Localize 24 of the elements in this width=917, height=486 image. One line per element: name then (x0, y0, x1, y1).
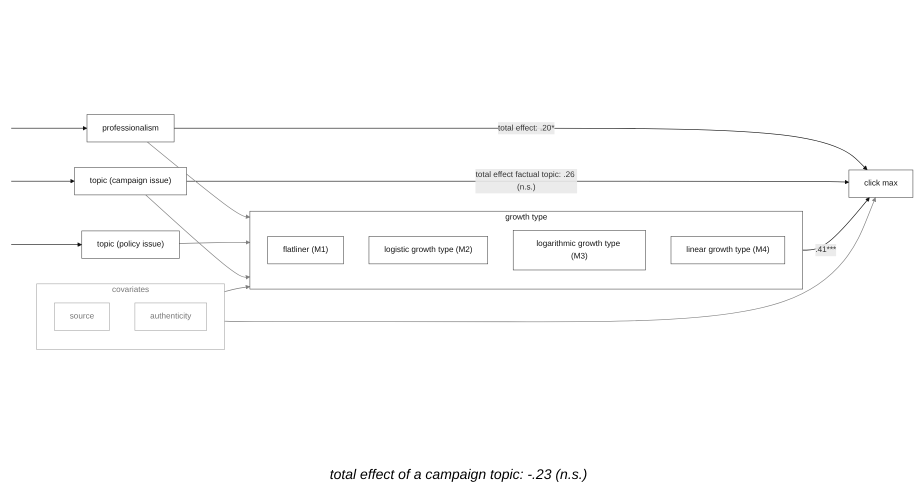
arrow (145, 194, 250, 280)
node-box: linear growth type (M4) (670, 236, 786, 264)
node-box: professionalism (86, 114, 174, 142)
note-text: total effect of a campaign topic: -.23 (n.s.) (330, 466, 588, 482)
arrow (224, 197, 876, 322)
node-box: flatliner (M1) (267, 236, 344, 264)
node-box: logarithmic growth type (M3) (512, 230, 646, 270)
arrow (10, 178, 75, 184)
arrow (174, 128, 868, 170)
node-box: topic (campaign issue) (74, 167, 187, 196)
arrow (178, 240, 250, 245)
arrow (10, 242, 82, 247)
node-box: click max (848, 170, 914, 198)
node-box: logistic growth type (M2) (368, 236, 488, 264)
edge-label: .41*** (815, 246, 836, 254)
node-box: authenticity (134, 302, 207, 331)
arrow (802, 197, 870, 250)
arrow (146, 142, 250, 219)
node-box: source (54, 302, 110, 331)
arrow (10, 126, 88, 130)
edge-label: total effect: .20* (498, 124, 554, 132)
arrow (224, 284, 250, 292)
node-box: topic (policy issue) (82, 230, 180, 259)
edge-label: total effect factual topic: .26 (n.s.) (476, 170, 575, 192)
